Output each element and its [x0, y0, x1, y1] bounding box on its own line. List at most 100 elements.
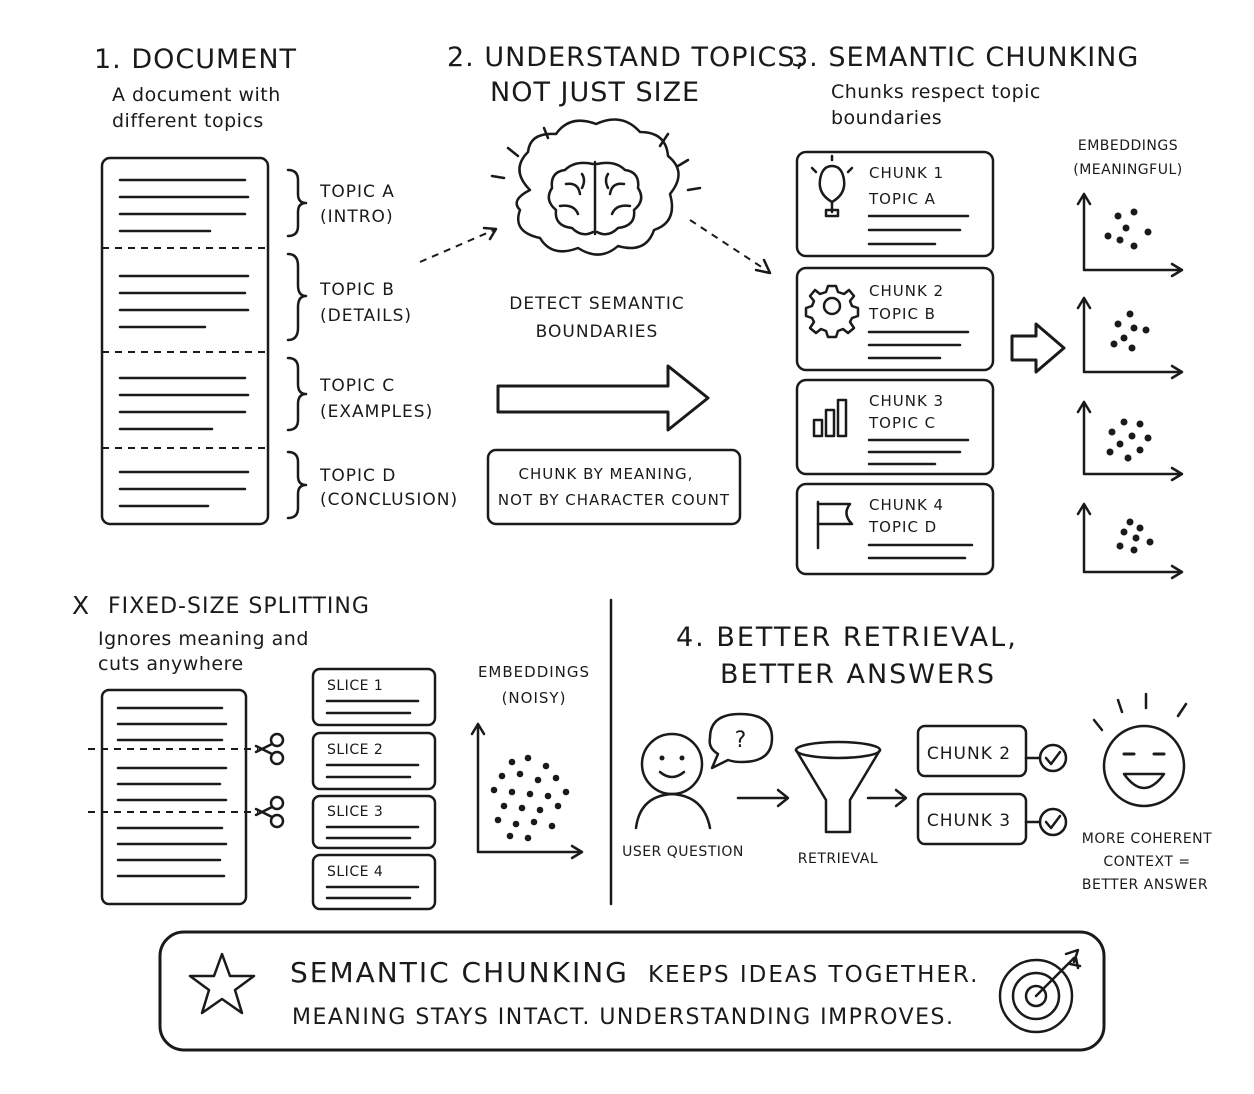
star-icon: [188, 952, 256, 1015]
happy-face-icon: [1092, 692, 1188, 808]
lightbulb-icon: [810, 154, 854, 218]
note-line-2: NOT BY CHARACTER COUNT: [498, 491, 730, 509]
slice-2-label: SLICE 2: [327, 742, 383, 758]
brace-topic-b: [286, 252, 308, 342]
brace-topic-c: [286, 356, 308, 432]
question-mark: ?: [735, 728, 748, 753]
chunk-1-name: CHUNK 1: [869, 164, 944, 182]
detect-label-line-2: BOUNDARIES: [536, 322, 659, 342]
target-icon: [998, 948, 1082, 1034]
section-document: 1. DOCUMENT A document with different to…: [94, 44, 458, 526]
slice-3-label: SLICE 3: [327, 804, 383, 820]
semantic-title: 3. SEMANTIC CHUNKING: [791, 42, 1139, 73]
result-chunk-2: CHUNK 2: [916, 724, 1068, 778]
gear-icon: [804, 284, 860, 339]
meaningful-embeddings-label-1: EMBEDDINGS: [1078, 138, 1178, 154]
document-text-lines: [118, 178, 250, 508]
fixed-x-mark: X: [72, 591, 90, 620]
topic-d-desc: (CONCLUSION): [320, 490, 458, 510]
retrieval-title-line-1: 4. BETTER RETRIEVAL,: [676, 622, 1018, 653]
outcome-line-3: BETTER ANSWER: [1082, 877, 1208, 893]
noisy-embedding-dot: [562, 788, 570, 796]
noisy-embedding-dot: [536, 806, 544, 814]
note-line-1: CHUNK BY MEANING,: [519, 465, 694, 483]
meaningful-embedding-plot-3: [1076, 400, 1184, 482]
outcome-line-2: CONTEXT =: [1103, 854, 1190, 870]
noisy-embedding-dot: [506, 832, 514, 840]
meaningful-embedding-plot-1: [1076, 192, 1184, 278]
chunk-4-topic: TOPIC D: [868, 518, 937, 536]
retrieval-title-line-2: BETTER ANSWERS: [720, 659, 996, 690]
document-subtitle-line-1: A document with: [112, 84, 281, 106]
hollow-arrow-right-icon: [1010, 322, 1066, 374]
arrowhead: [894, 788, 908, 808]
slice-1-label: SLICE 1: [327, 678, 383, 694]
noisy-embedding-dot: [530, 818, 538, 826]
noisy-embedding-dot: [524, 834, 532, 842]
check-icon: [1038, 743, 1068, 773]
brace-topic-a: [286, 168, 308, 238]
brace-topic-d: [286, 450, 308, 520]
noisy-embedding-dot: [526, 790, 534, 798]
understand-title-line-2: NOT JUST SIZE: [490, 77, 700, 108]
chunk-2-name: CHUNK 2: [869, 282, 944, 300]
detect-label-line-1: DETECT SEMANTIC: [509, 294, 684, 314]
noisy-embedding-dot: [544, 792, 552, 800]
slice-card-3: SLICE 3: [311, 794, 437, 850]
meaningful-embedding-plot-4: [1076, 502, 1184, 580]
flag-icon: [816, 500, 854, 550]
chunk-card-3: CHUNK 3 TOPIC C: [795, 378, 995, 476]
semantic-subtitle-line-2: boundaries: [831, 107, 942, 129]
meaningful-embedding-plot-2: [1076, 296, 1184, 380]
section-fixed-size: X FIXED-SIZE SPLITTING Ignores meaning a…: [72, 591, 590, 911]
topic-c-label: TOPIC C: [319, 376, 395, 396]
section-retrieval: 4. BETTER RETRIEVAL, BETTER ANSWERS ? US…: [622, 622, 1212, 893]
scissors-icon: [254, 732, 285, 766]
section-understand: 2. UNDERSTAND TOPICS, NOT JUST SIZE DETE…: [419, 42, 804, 526]
topic-d-label: TOPIC D: [319, 466, 396, 486]
speech-bubble-icon: ?: [708, 712, 774, 770]
chunk-card-2: CHUNK 2 TOPIC B: [795, 266, 995, 372]
funnel-icon: [794, 740, 882, 834]
summary-banner: SEMANTIC CHUNKING KEEPS IDEAS TOGETHER. …: [158, 930, 1106, 1052]
arrowhead: [482, 226, 498, 241]
noisy-embedding-dot: [552, 774, 560, 782]
noisy-embedding-dot: [554, 802, 562, 810]
noisy-embedding-dot: [548, 822, 556, 830]
noisy-embedding-dot: [498, 772, 506, 780]
slice-card-2: SLICE 2: [311, 731, 437, 791]
dashed-arrow-out: [689, 219, 767, 271]
chunk-4-name: CHUNK 4: [869, 496, 944, 514]
section-semantic: 3. SEMANTIC CHUNKING Chunks respect topi…: [791, 42, 1184, 580]
fixed-title: FIXED-SIZE SPLITTING: [108, 594, 370, 619]
noisy-embedding-dot: [500, 802, 508, 810]
noisy-embeddings-label-2: (NOISY): [502, 689, 567, 707]
arrowhead: [776, 788, 790, 808]
noisy-embedding-dot: [508, 788, 516, 796]
outcome-line-1: MORE COHERENT: [1082, 831, 1212, 847]
result-chunk-3-label: CHUNK 3: [927, 811, 1011, 831]
noisy-embedding-dot: [508, 758, 516, 766]
retrieval-label: RETRIEVAL: [798, 851, 878, 867]
chunk-3-name: CHUNK 3: [869, 392, 944, 410]
topic-a-label: TOPIC A: [319, 182, 395, 202]
noisy-embedding-dot: [494, 816, 502, 824]
document-subtitle-line-2: different topics: [112, 110, 264, 132]
fixed-document-text-lines: [116, 706, 228, 878]
chunk-1-topic: TOPIC A: [868, 190, 936, 208]
fixed-subtitle-line-1: Ignores meaning and: [98, 628, 309, 650]
banner-line-1-rest: KEEPS IDEAS TOGETHER.: [648, 962, 979, 988]
slice-4-label: SLICE 4: [327, 864, 383, 880]
bar-chart-icon: [812, 398, 848, 438]
noisy-embedding-dot: [524, 754, 532, 762]
user-icon: [634, 732, 712, 830]
scissors-icon: [254, 795, 285, 829]
arrowhead: [754, 258, 772, 275]
noisy-embedding-plot: [470, 722, 584, 860]
check-icon: [1038, 807, 1068, 837]
semantic-subtitle-line-1: Chunks respect topic: [831, 81, 1041, 103]
banner-line-2: MEANING STAYS INTACT. UNDERSTANDING IMPR…: [292, 1005, 955, 1030]
noisy-embeddings-label-1: EMBEDDINGS: [478, 663, 590, 681]
noisy-embedding-dot: [512, 820, 520, 828]
